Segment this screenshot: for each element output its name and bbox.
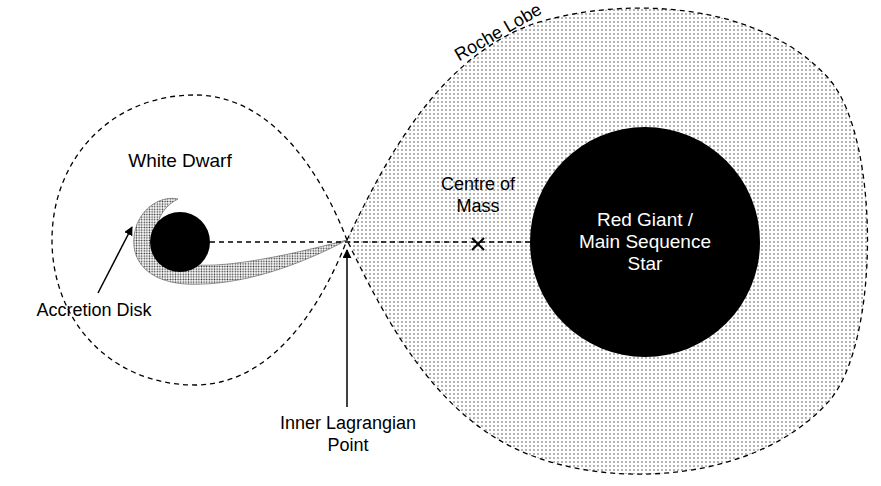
star-disc <box>530 127 760 357</box>
accretion-disk <box>134 198 347 284</box>
node-text-box: Red Giant / Main Sequence Star <box>576 209 714 275</box>
star-label: Red Giant / Main Sequence Star <box>576 209 714 275</box>
leader-arrow <box>98 227 132 293</box>
red-giant: Red Giant / Main Sequence Star <box>530 127 760 357</box>
centre-of-mass-mark <box>472 238 484 250</box>
centre-of-mass-label: Centre of Mass <box>431 173 526 217</box>
axis-line <box>210 241 530 242</box>
lagrangian-point-label: Inner Lagrangian Point <box>273 412 423 456</box>
right-roche-lobe <box>347 8 868 474</box>
star-circle <box>150 212 210 272</box>
leader-arrow <box>346 250 348 407</box>
star-label: White Dwarf <box>27 150 333 172</box>
star-disc <box>150 212 210 272</box>
left-roche-lobe <box>52 95 347 385</box>
node-heading: White Dwarf <box>27 150 333 172</box>
white-dwarf: White Dwarf <box>27 150 333 272</box>
accretion-disk-label: Accretion Disk <box>19 299 169 321</box>
